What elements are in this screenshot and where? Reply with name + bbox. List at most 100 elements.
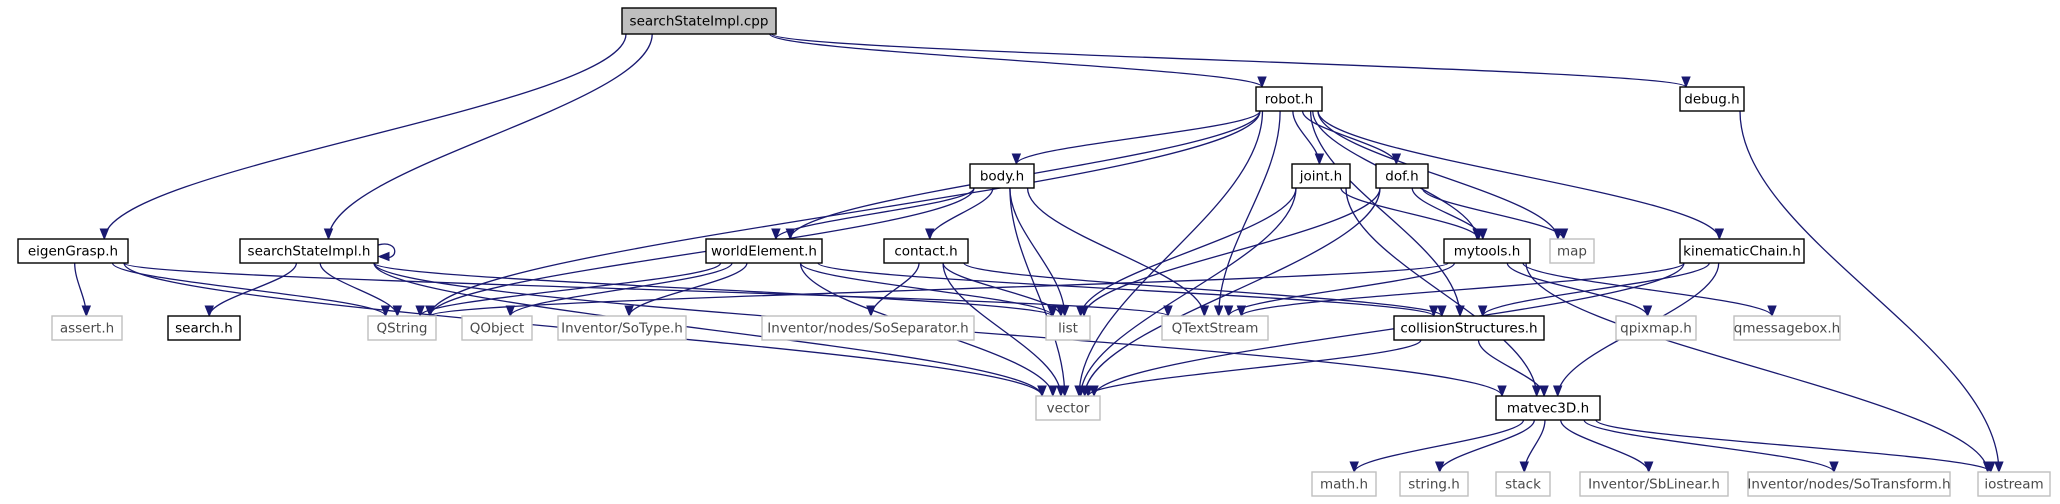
edge-line	[103, 33, 627, 240]
node-matvec3D-h[interactable]: matvec3D.h	[1495, 395, 1601, 421]
node-robot-h[interactable]: robot.h	[1255, 86, 1323, 112]
node-label: matvec3D.h	[1507, 401, 1589, 417]
node-label: worldElement.h	[711, 244, 817, 260]
edge-robot-h-to-body-h	[1011, 110, 1261, 166]
edge-kinematicChain-h-to-collisionStructures-h	[1477, 262, 1710, 318]
edge-body-h-to-QTextStream	[1026, 187, 1210, 318]
edge-arrowhead	[1083, 385, 1093, 398]
node-kinematicChain-h[interactable]: kinematicChain.h	[1679, 238, 1805, 264]
node-collisionStructures-h[interactable]: collisionStructures.h	[1393, 315, 1545, 341]
node-eigenGrasp-h[interactable]: eigenGrasp.h	[17, 238, 129, 264]
edge-arrowhead	[1558, 228, 1569, 241]
edge-line	[1522, 262, 1773, 317]
edge-line	[1421, 187, 1565, 240]
node-label: search.h	[175, 321, 233, 337]
node-label: assert.h	[60, 321, 114, 337]
node-debug-h[interactable]: debug.h	[1679, 86, 1745, 112]
node-label: map	[1557, 244, 1587, 260]
edge-body-h-to-worldElement-h	[771, 187, 975, 241]
node-box	[1495, 471, 1551, 497]
edge-dof-h-to-list	[1079, 187, 1381, 318]
node-search-h[interactable]: search.h	[167, 315, 241, 341]
node-worldElement-h[interactable]: worldElement.h	[705, 238, 823, 264]
edge-arrowhead	[1434, 461, 1445, 474]
node-body-h[interactable]: body.h	[969, 163, 1035, 189]
node-list: list	[1045, 315, 1091, 341]
edge-worldElement-h-to-SoType-h	[624, 262, 748, 318]
node-box	[1747, 471, 1951, 497]
node-box	[51, 315, 123, 341]
edge-eigenGrasp-h-to-QTextStream	[123, 262, 1173, 318]
edge-line	[775, 187, 975, 240]
edge-arrowhead	[925, 228, 935, 241]
edge-line	[1560, 419, 1650, 473]
edge-robot-h-to-collisionStructures-h	[1309, 110, 1465, 318]
node-box	[1311, 471, 1377, 497]
edge-arrowhead	[415, 305, 425, 318]
edge-worldElement-h-to-QObject	[505, 262, 733, 318]
node-label: searchStateImpl.h	[248, 244, 371, 260]
node-label: collisionStructures.h	[1400, 321, 1537, 337]
edge-arrowhead	[99, 228, 110, 241]
edge-line	[942, 262, 1062, 397]
edge-line	[1340, 187, 1480, 240]
edge-dof-h-to-map	[1421, 187, 1569, 241]
node-box	[1443, 238, 1531, 264]
edge-arrowhead	[425, 305, 435, 318]
node-box	[1733, 315, 1841, 341]
edge-arrowhead	[1236, 305, 1247, 318]
node-box	[883, 238, 969, 264]
node-box	[367, 315, 437, 341]
edge-line	[1227, 262, 1456, 317]
edge-arrowhead	[1531, 385, 1542, 398]
edge-arrowhead	[1994, 461, 2004, 474]
node-label: qmessagebox.h	[1734, 321, 1841, 337]
edge-searchStateImpl-cpp-to-robot-h	[769, 33, 1267, 89]
node-box	[17, 238, 129, 264]
edge-line	[1353, 419, 1525, 473]
node-contact-h[interactable]: contact.h	[883, 238, 969, 264]
node-searchStateImpl-h[interactable]: searchStateImpl.h	[239, 238, 379, 264]
edge-matvec3D-h-to-SbLinear-h	[1560, 419, 1654, 474]
edge-line	[123, 262, 1169, 317]
edge-line	[1482, 262, 1710, 317]
edge-line	[1087, 339, 1422, 397]
node-box	[1679, 238, 1805, 264]
edge-joint-h-to-matvec3D-h	[1345, 187, 1542, 398]
edge-line	[1583, 419, 1835, 473]
node-dof-h[interactable]: dof.h	[1375, 163, 1429, 189]
node-label: kinematicChain.h	[1683, 244, 1801, 260]
edge-arrowhead	[392, 305, 403, 318]
edge-searchStateImpl-cpp-to-searchStateImpl-h	[323, 33, 653, 241]
node-searchStateImpl-cpp[interactable]: searchStateImpl.cpp	[621, 7, 777, 35]
edge-line	[1317, 110, 1720, 240]
edge-line	[1080, 187, 1297, 317]
edge-arrowhead	[1985, 461, 1996, 474]
edge-kinematicChain-h-to-QTextStream	[1236, 262, 1685, 318]
edge-arrowhead	[1257, 76, 1267, 89]
node-box	[1977, 471, 2051, 497]
node-box	[1399, 471, 1469, 497]
node-SoSeparator-h: Inventor/nodes/SoSeparator.h	[761, 315, 975, 341]
node-box	[1375, 163, 1429, 189]
edge-line	[1411, 187, 1484, 240]
edge-line	[509, 262, 733, 317]
node-label: robot.h	[1265, 92, 1313, 108]
node-layer: searchStateImpl.cpp robot.h debug.h eigenGr…	[17, 7, 2051, 497]
edge-robot-h-to-QTextStream	[1213, 110, 1281, 318]
edge-line	[963, 262, 1443, 317]
edge-matvec3D-h-to-string-h	[1434, 419, 1535, 474]
node-mytools-h[interactable]: mytools.h	[1443, 238, 1531, 264]
node-label: iostream	[1984, 477, 2043, 493]
edge-line	[769, 33, 1263, 88]
edge-mytools-h-to-qpixmap-h	[1506, 262, 1653, 318]
edge-arrowhead	[1223, 305, 1234, 318]
node-box	[1035, 395, 1101, 421]
edge-line	[628, 262, 748, 317]
node-joint-h[interactable]: joint.h	[1291, 163, 1351, 189]
node-box	[557, 315, 687, 341]
node-qpixmap-h: qpixmap.h	[1615, 315, 1697, 341]
edge-line	[942, 262, 1062, 317]
node-label: body.h	[980, 169, 1024, 185]
